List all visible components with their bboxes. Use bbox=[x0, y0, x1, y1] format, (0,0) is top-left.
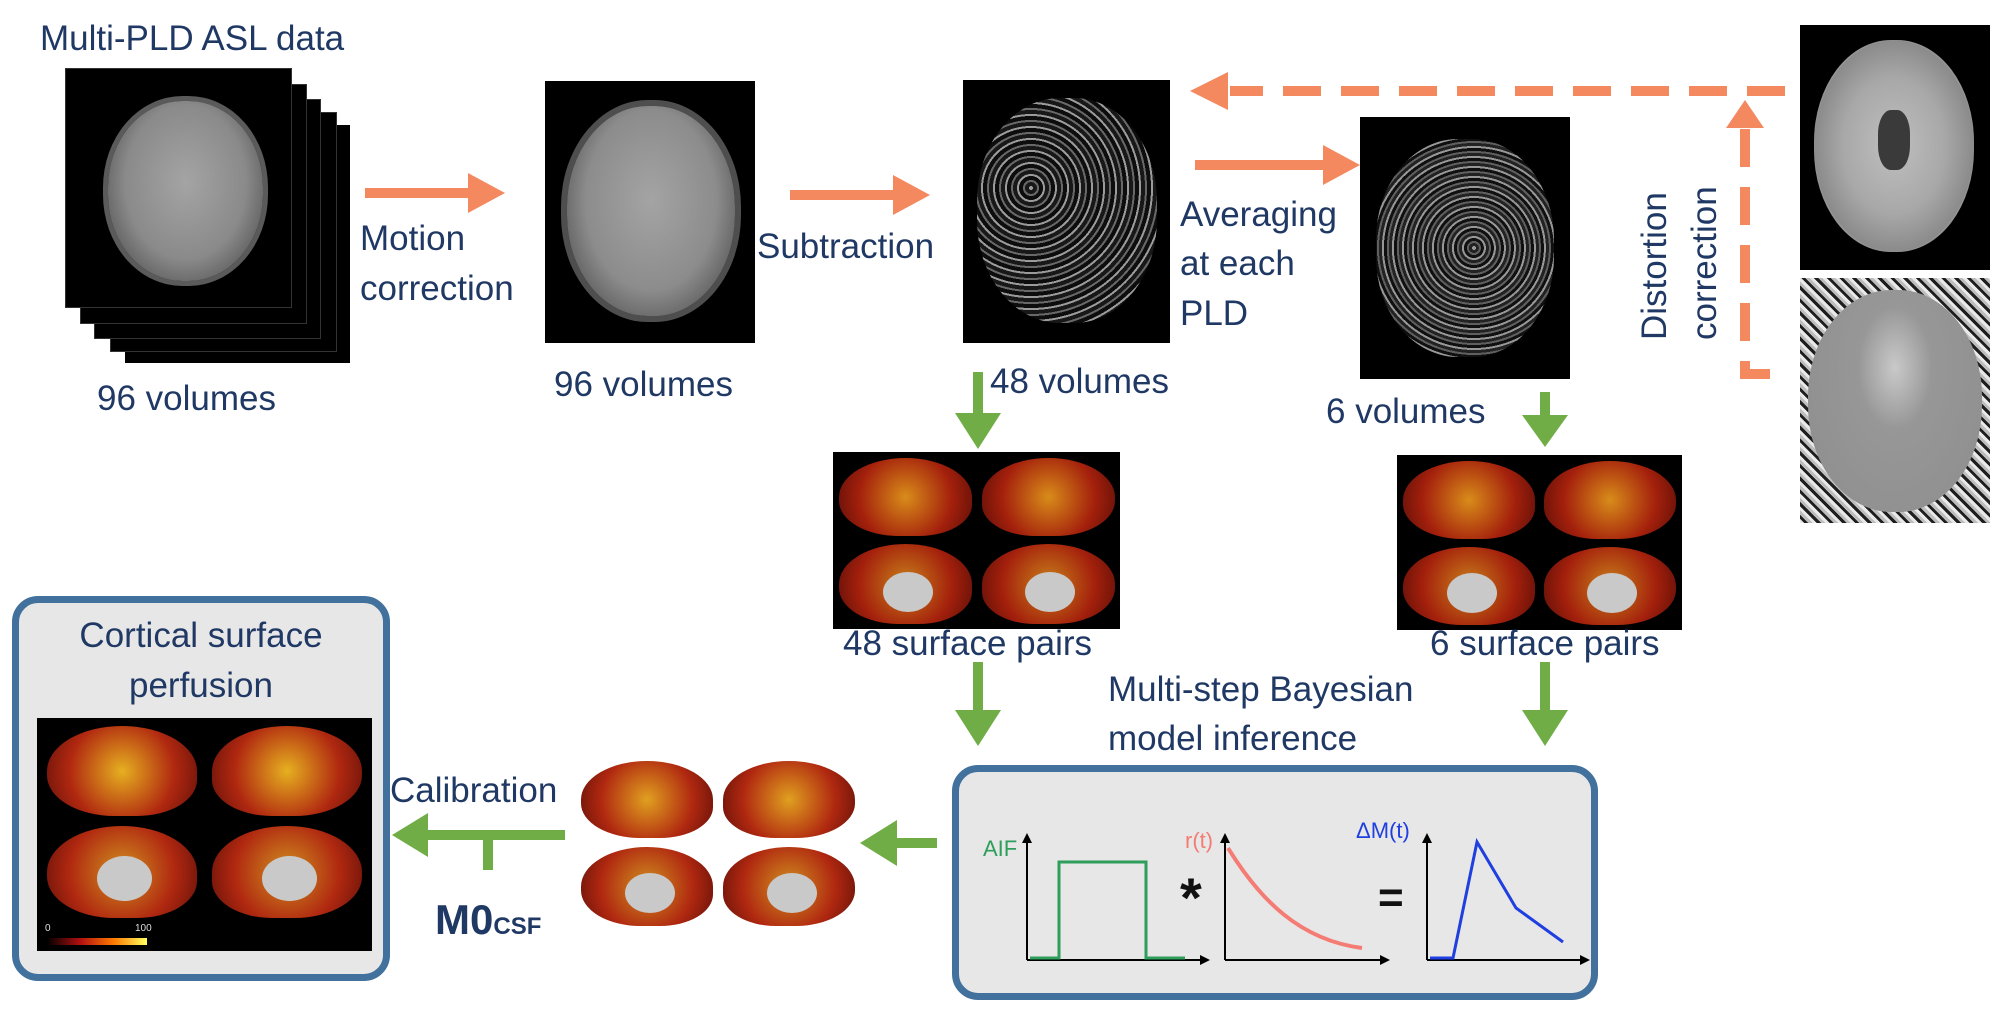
label-calibration: Calibration bbox=[390, 771, 558, 810]
label-averaging: Averaging bbox=[1180, 195, 1337, 234]
arrow-surface6-to-model-head bbox=[1522, 710, 1568, 746]
label-at-each: at each bbox=[1180, 244, 1295, 283]
aif-label: AIF bbox=[983, 836, 1018, 861]
distortion-correction-path bbox=[1230, 86, 1785, 379]
label-96-volumes-raw: 96 volumes bbox=[97, 379, 276, 418]
label-bayesian: Multi-step Bayesian bbox=[1108, 670, 1414, 709]
label-6-surface-pairs: 6 surface pairs bbox=[1430, 624, 1660, 663]
colorbar-min-label: 0 bbox=[45, 923, 51, 934]
aif-curve bbox=[1030, 860, 1185, 960]
label-distortion-correction: correction bbox=[1685, 186, 1724, 340]
dm-label: ΔM(t) bbox=[1356, 818, 1410, 843]
label-pld: PLD bbox=[1180, 294, 1249, 333]
arrow-subtraction-head bbox=[893, 175, 930, 215]
arrow-motion-correction bbox=[365, 188, 470, 198]
perfusion-surface-image bbox=[577, 757, 861, 930]
arrow-surface6-to-model bbox=[1540, 662, 1550, 714]
motion-corrected-image bbox=[545, 81, 755, 343]
fieldmap-image bbox=[1800, 278, 1990, 523]
arrow-to-surface-48 bbox=[973, 372, 983, 417]
label-motion: Motion bbox=[360, 219, 466, 258]
cortical-panel-title: Cortical surface perfusion bbox=[79, 616, 323, 705]
arrow-motion-correction-head bbox=[468, 173, 505, 213]
arrow-subtraction bbox=[790, 190, 895, 200]
arrow-surface48-to-model-head bbox=[955, 710, 1001, 746]
label-48-volumes: 48 volumes bbox=[990, 362, 1169, 401]
arrow-averaging-head bbox=[1323, 145, 1360, 185]
label-m0-csf: M0CSF bbox=[435, 896, 542, 943]
averaged-image bbox=[1360, 117, 1570, 379]
label-model-inference: model inference bbox=[1108, 719, 1358, 758]
distortion-arrow-head-up bbox=[1726, 100, 1764, 128]
dm-plot bbox=[1422, 833, 1590, 965]
surface-pairs-6-image bbox=[1397, 455, 1682, 630]
orange-arrows bbox=[365, 145, 1360, 215]
structural-image bbox=[1800, 25, 1990, 270]
distortion-arrow-head-left bbox=[1190, 72, 1228, 110]
diagram-title: Multi-PLD ASL data bbox=[40, 19, 345, 58]
label-48-surface-pairs: 48 surface pairs bbox=[843, 624, 1093, 663]
arrow-model-to-perfusion bbox=[895, 838, 937, 848]
arrow-to-surface-6 bbox=[1540, 392, 1550, 419]
label-correction: correction bbox=[360, 269, 514, 308]
green-arrows bbox=[392, 372, 1568, 870]
rt-curve bbox=[1226, 846, 1363, 950]
arrow-calibration bbox=[425, 830, 565, 840]
dm-curve bbox=[1430, 837, 1564, 960]
arrow-to-surface-6-head bbox=[1522, 415, 1568, 447]
cortical-perfusion-image: 0 100 bbox=[37, 718, 372, 951]
m0-connector bbox=[483, 835, 493, 870]
equals-symbol: = bbox=[1378, 873, 1404, 922]
surface-pairs-48-image bbox=[833, 452, 1120, 629]
arrow-to-surface-48-head bbox=[955, 413, 1001, 449]
label-96-volumes-corrected: 96 volumes bbox=[554, 365, 733, 404]
label-6-volumes: 6 volumes bbox=[1326, 392, 1486, 431]
arrow-averaging bbox=[1195, 160, 1325, 170]
residue-plot bbox=[1220, 833, 1390, 965]
subtraction-image bbox=[963, 80, 1170, 343]
rt-label: r(t) bbox=[1185, 828, 1214, 853]
colorbar-max-label: 100 bbox=[135, 923, 152, 934]
label-distortion: Distortion bbox=[1635, 192, 1674, 340]
convolution-symbol: * bbox=[1180, 866, 1202, 929]
arrow-surface48-to-model bbox=[973, 662, 983, 714]
arrow-calibration-head bbox=[392, 813, 428, 857]
label-subtraction: Subtraction bbox=[757, 227, 935, 266]
cortical-perfusion-panel: Cortical surface perfusion 0 100 bbox=[12, 596, 390, 981]
arrow-model-to-perfusion-head bbox=[860, 820, 897, 866]
aif-plot bbox=[1022, 833, 1210, 965]
colorbar bbox=[47, 938, 147, 945]
